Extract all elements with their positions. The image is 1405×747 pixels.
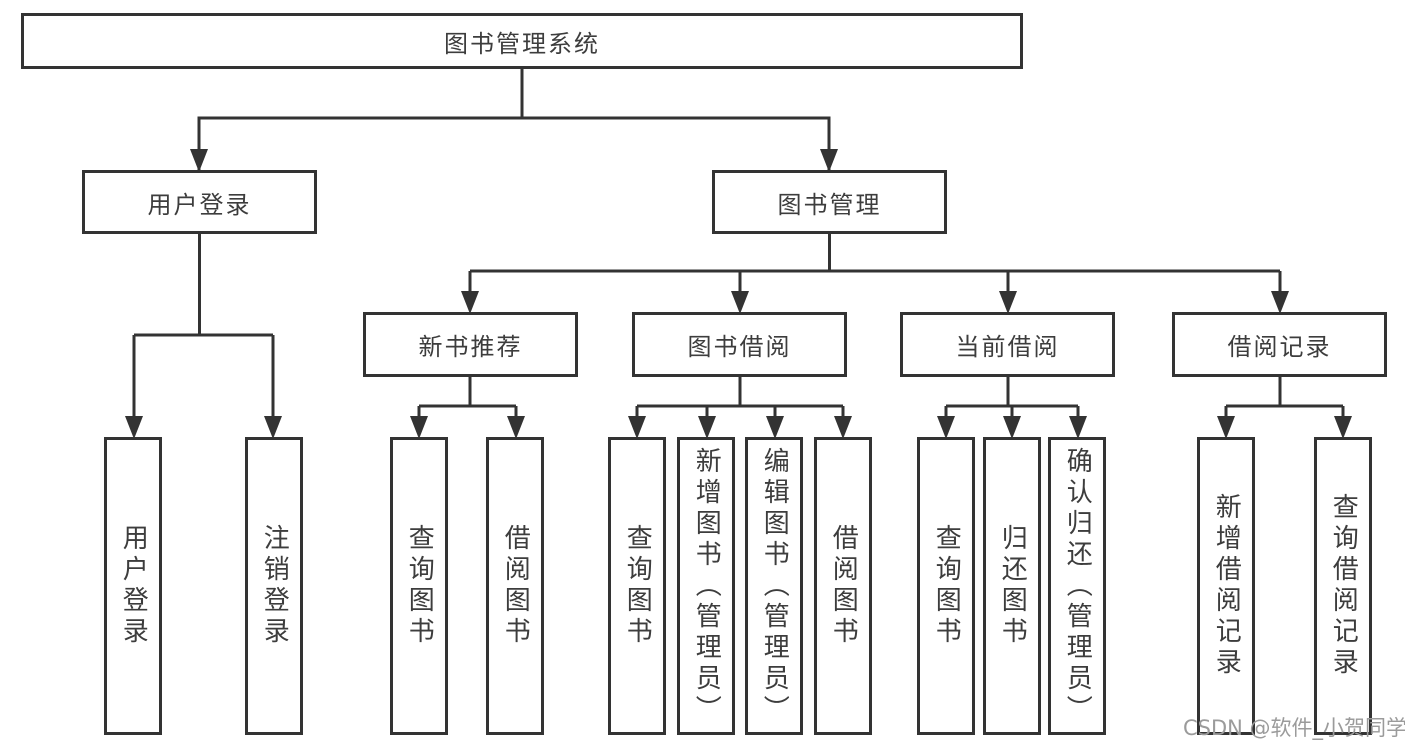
arrowhead-icon bbox=[507, 416, 525, 439]
edge-new-book-children bbox=[417, 375, 518, 435]
edge-book-mgmt-children bbox=[468, 231, 1282, 310]
arrowhead-icon bbox=[820, 149, 838, 172]
node-label: 借阅记录 bbox=[1227, 333, 1332, 361]
node-label: 归还图书 bbox=[997, 524, 1028, 648]
node-label: 用户登录 bbox=[147, 190, 252, 219]
node-label: 查询图书 bbox=[931, 524, 962, 648]
arrowhead-icon bbox=[698, 416, 716, 439]
node-label: 编辑图书（管理员） bbox=[759, 446, 790, 726]
edge-root-to-level2 bbox=[197, 66, 831, 171]
node-new-book-recommend: 新书推荐 bbox=[363, 312, 578, 377]
node-book-borrow: 图书借阅 bbox=[632, 312, 847, 377]
arrowhead-icon bbox=[461, 291, 479, 314]
arrowhead-icon bbox=[937, 416, 955, 439]
node-book-management: 图书管理 bbox=[712, 170, 947, 234]
arrowhead-icon bbox=[628, 416, 646, 439]
node-label: 借阅图书 bbox=[500, 524, 531, 648]
arrowhead-icon bbox=[1334, 416, 1352, 439]
arrowhead-icon bbox=[410, 416, 428, 439]
node-user-login: 用户登录 bbox=[82, 170, 317, 234]
leaf-query-books-3: 查询图书 bbox=[917, 437, 975, 735]
leaf-query-books-1: 查询图书 bbox=[390, 437, 448, 735]
leaf-add-books-admin: 新增图书（管理员） bbox=[677, 437, 735, 735]
node-label: 图书借阅 bbox=[687, 333, 792, 361]
node-label: 注销登录 bbox=[259, 524, 290, 648]
edge-user-login-children bbox=[132, 231, 275, 435]
arrowhead-icon bbox=[190, 149, 208, 172]
leaf-edit-books-admin: 编辑图书（管理员） bbox=[745, 437, 803, 735]
edge-book-borrow-children bbox=[635, 375, 845, 435]
node-label: 查询图书 bbox=[404, 524, 435, 648]
arrowhead-icon bbox=[834, 416, 852, 439]
leaf-add-borrow-record: 新增借阅记录 bbox=[1197, 437, 1255, 735]
leaf-borrow-books-2: 借阅图书 bbox=[814, 437, 872, 735]
node-label: 新增图书（管理员） bbox=[691, 446, 722, 726]
node-label: 查询借阅记录 bbox=[1328, 493, 1359, 679]
arrowhead-icon bbox=[1217, 416, 1235, 439]
leaf-return-books: 归还图书 bbox=[983, 437, 1041, 735]
node-label: 用户登录 bbox=[118, 524, 149, 648]
arrowhead-icon bbox=[125, 416, 143, 439]
edge-borrow-record-children bbox=[1224, 375, 1345, 435]
node-current-borrow: 当前借阅 bbox=[900, 312, 1115, 377]
node-label: 图书管理 bbox=[777, 190, 882, 219]
arrowhead-icon bbox=[731, 291, 749, 314]
arrowhead-icon bbox=[1003, 416, 1021, 439]
node-label: 图书管理系统 bbox=[444, 29, 600, 58]
node-label: 查询图书 bbox=[622, 524, 653, 648]
node-label: 新书推荐 bbox=[418, 333, 523, 361]
arrowhead-icon bbox=[1069, 416, 1087, 439]
arrowhead-icon bbox=[264, 416, 282, 439]
node-borrow-records: 借阅记录 bbox=[1172, 312, 1387, 377]
node-label: 新增借阅记录 bbox=[1211, 493, 1242, 679]
node-label: 当前借阅 bbox=[955, 333, 1060, 361]
arrowhead-icon bbox=[999, 291, 1017, 314]
node-label: 借阅图书 bbox=[828, 524, 859, 648]
leaf-confirm-return-admin: 确认归还（管理员） bbox=[1048, 437, 1106, 735]
leaf-query-borrow-record: 查询借阅记录 bbox=[1314, 437, 1372, 735]
node-label: 确认归还（管理员） bbox=[1062, 446, 1093, 726]
leaf-logout: 注销登录 bbox=[245, 437, 303, 735]
watermark: CSDN @软件_小贺同学 bbox=[1183, 716, 1405, 740]
leaf-query-books-2: 查询图书 bbox=[608, 437, 666, 735]
arrowhead-icon bbox=[1271, 291, 1289, 314]
node-root-library-system: 图书管理系统 bbox=[21, 13, 1023, 69]
arrowhead-icon bbox=[766, 416, 784, 439]
leaf-user-login: 用户登录 bbox=[104, 437, 162, 735]
leaf-borrow-books-1: 借阅图书 bbox=[486, 437, 544, 735]
